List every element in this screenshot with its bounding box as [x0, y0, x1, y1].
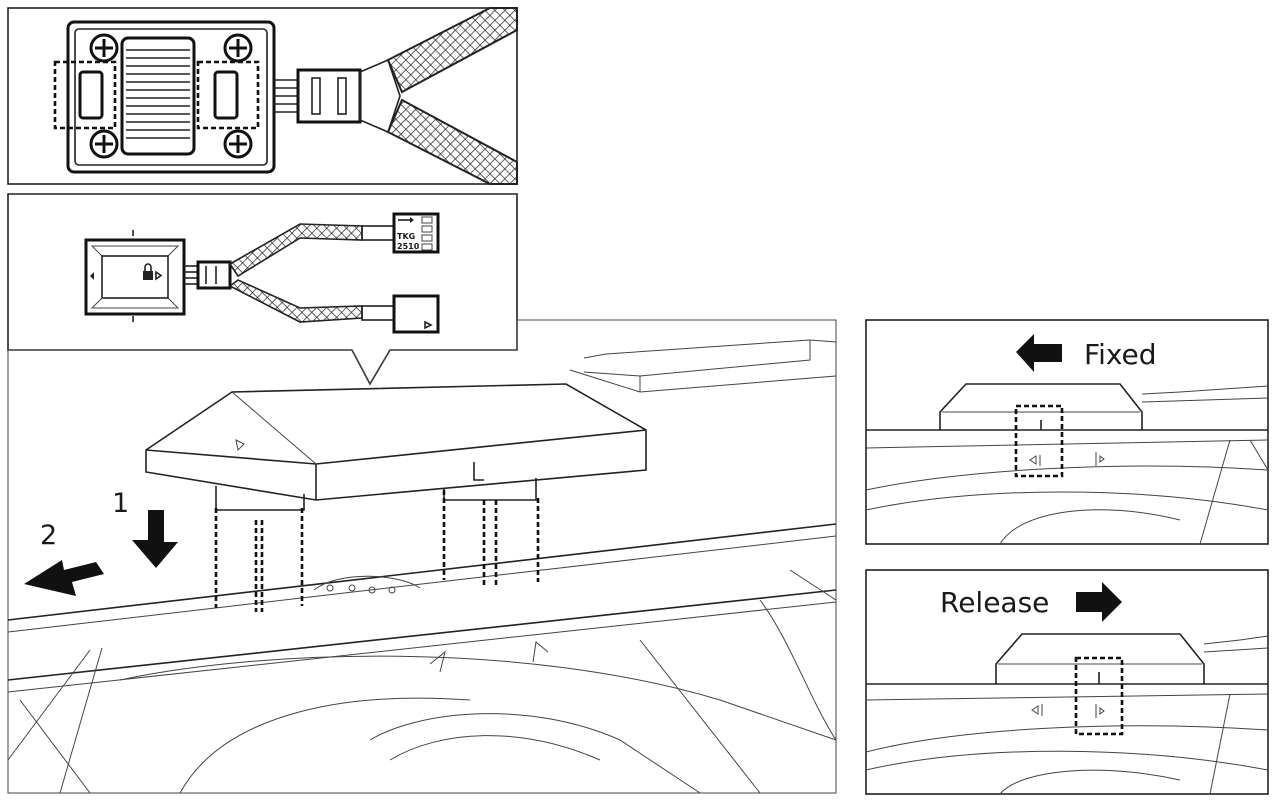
- step-2-label: 2: [40, 520, 57, 551]
- fixed-label: Fixed: [1084, 338, 1157, 371]
- cable-overview-panel: TKG 2510: [7, 193, 518, 386]
- arrow-left-icon: [24, 560, 104, 596]
- latch-clip-left: [78, 70, 104, 120]
- installation-scene: 1 2: [7, 319, 837, 794]
- release-state-panel: Release: [865, 569, 1269, 795]
- fan-connector-plug: TKG 2510: [392, 212, 440, 254]
- release-latch-highlight: [1074, 656, 1124, 736]
- fixed-latch-highlight: [1014, 404, 1064, 478]
- cable-bundle: [274, 7, 518, 185]
- step-1-label: 1: [112, 488, 129, 519]
- arrow-down-icon: [132, 510, 178, 568]
- screw-icon: [89, 33, 119, 63]
- connector-top-view: [84, 238, 186, 316]
- connector-code-line1: TKG: [397, 232, 415, 241]
- fixed-state-panel: Fixed: [865, 319, 1269, 545]
- lock-icon: [143, 263, 163, 281]
- arrow-right-icon: [1076, 582, 1122, 622]
- screw-icon: [223, 33, 253, 63]
- release-label: Release: [940, 586, 1049, 619]
- arrow-left-icon: [1016, 334, 1062, 372]
- latch-highlight-right: [196, 60, 260, 130]
- rgb-connector-plug: [392, 294, 440, 334]
- latch-guide-lines: [214, 490, 540, 612]
- latch-highlight-left: [53, 60, 117, 130]
- screw-icon: [89, 129, 119, 159]
- latch-clip-right: [213, 70, 239, 120]
- screw-icon: [223, 129, 253, 159]
- connector-block: [145, 383, 647, 511]
- connector-ribs: [120, 36, 196, 156]
- connector-code-line2: 2510: [397, 242, 420, 251]
- connector-housing: [66, 20, 276, 174]
- connector-closeup-panel: [7, 7, 518, 185]
